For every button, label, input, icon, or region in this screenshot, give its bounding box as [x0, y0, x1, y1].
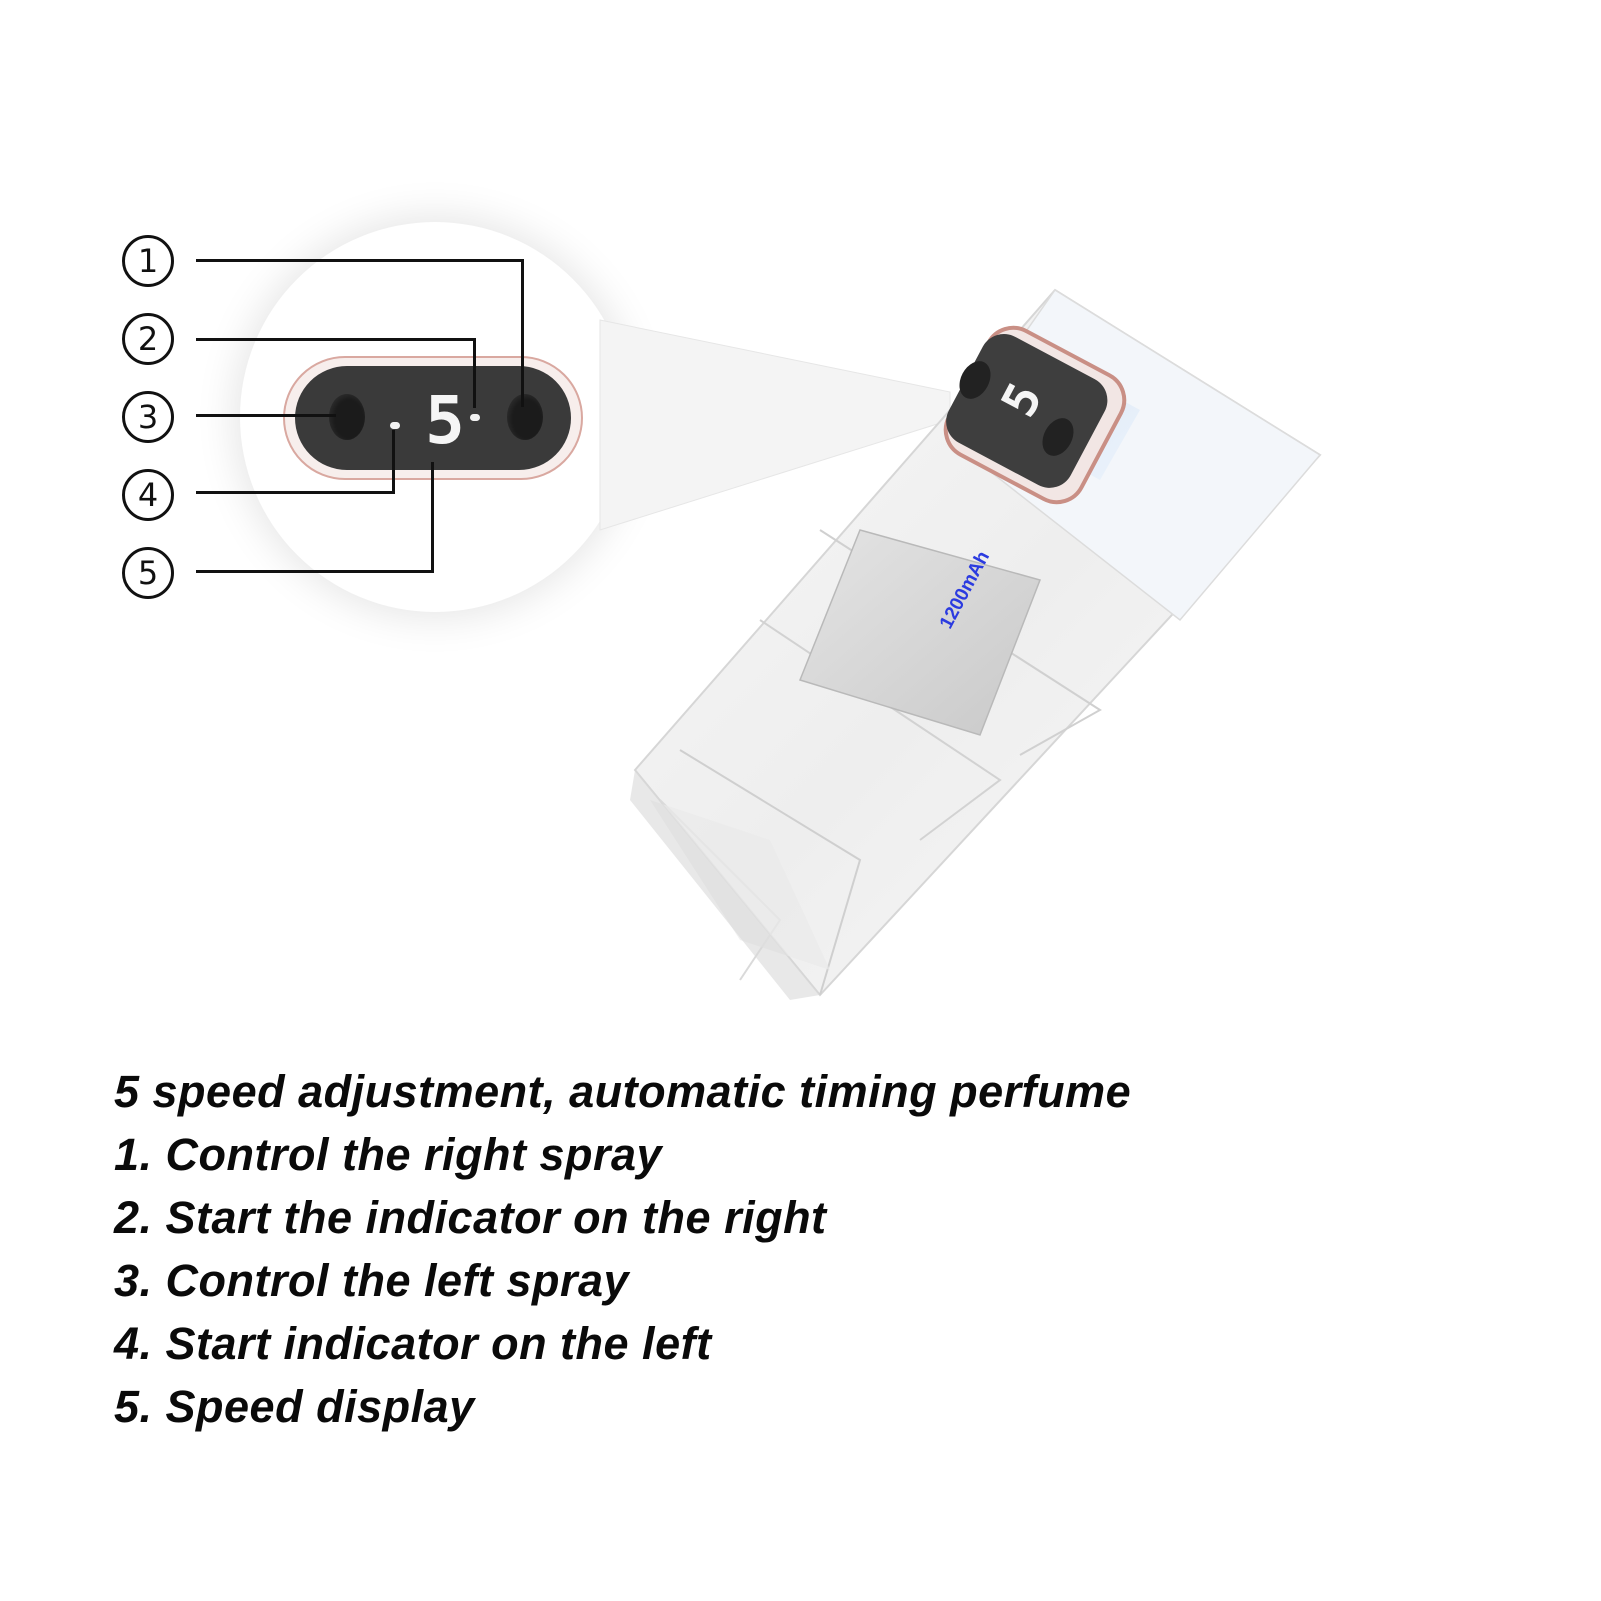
leader-line-1-vertical — [521, 259, 524, 407]
leader-line-4-vertical — [392, 430, 395, 494]
callout-2: 2 — [122, 313, 174, 365]
device-right-button — [1042, 418, 1074, 456]
leader-line-5-vertical — [431, 462, 434, 573]
callout-number: 4 — [137, 476, 159, 514]
callout-3: 3 — [122, 391, 174, 443]
description-item-1: 1. Control the right spray — [114, 1129, 663, 1180]
device-left-button — [959, 361, 991, 399]
leader-line-2 — [196, 338, 476, 341]
description-item-3: 3. Control the left spray — [114, 1255, 630, 1306]
left-indicator — [390, 422, 400, 429]
description-item-5: 5. Speed display — [114, 1381, 475, 1432]
right-spray-button[interactable] — [507, 394, 543, 440]
speed-display: 5 — [425, 382, 465, 459]
feature-description: 5 speed adjustment, automatic timing per… — [114, 1060, 1131, 1438]
callout-number: 2 — [137, 320, 159, 358]
description-item-2: 2. Start the indicator on the right — [114, 1192, 827, 1243]
zoomed-control-panel: 5 — [283, 356, 583, 480]
callout-5: 5 — [122, 547, 174, 599]
description-item-4: 4. Start indicator on the left — [114, 1318, 712, 1369]
leader-line-2-vertical — [473, 338, 476, 408]
leader-line-4 — [196, 491, 395, 494]
perfume-diffuser-device: 1200mAh 5 — [630, 288, 1322, 1000]
callout-1: 1 — [122, 235, 174, 287]
callout-4: 4 — [122, 469, 174, 521]
battery-module: 1200mAh — [799, 529, 1041, 736]
callout-number: 1 — [137, 242, 159, 280]
callout-number: 5 — [137, 554, 159, 592]
right-indicator — [470, 414, 480, 421]
left-spray-button[interactable] — [329, 394, 365, 440]
leader-line-5 — [196, 570, 434, 573]
leader-line-3 — [196, 414, 336, 417]
device-control-panel: 5 — [943, 325, 1127, 505]
description-title: 5 speed adjustment, automatic timing per… — [114, 1066, 1132, 1117]
leader-line-1 — [196, 259, 524, 262]
callout-number: 3 — [137, 398, 159, 436]
